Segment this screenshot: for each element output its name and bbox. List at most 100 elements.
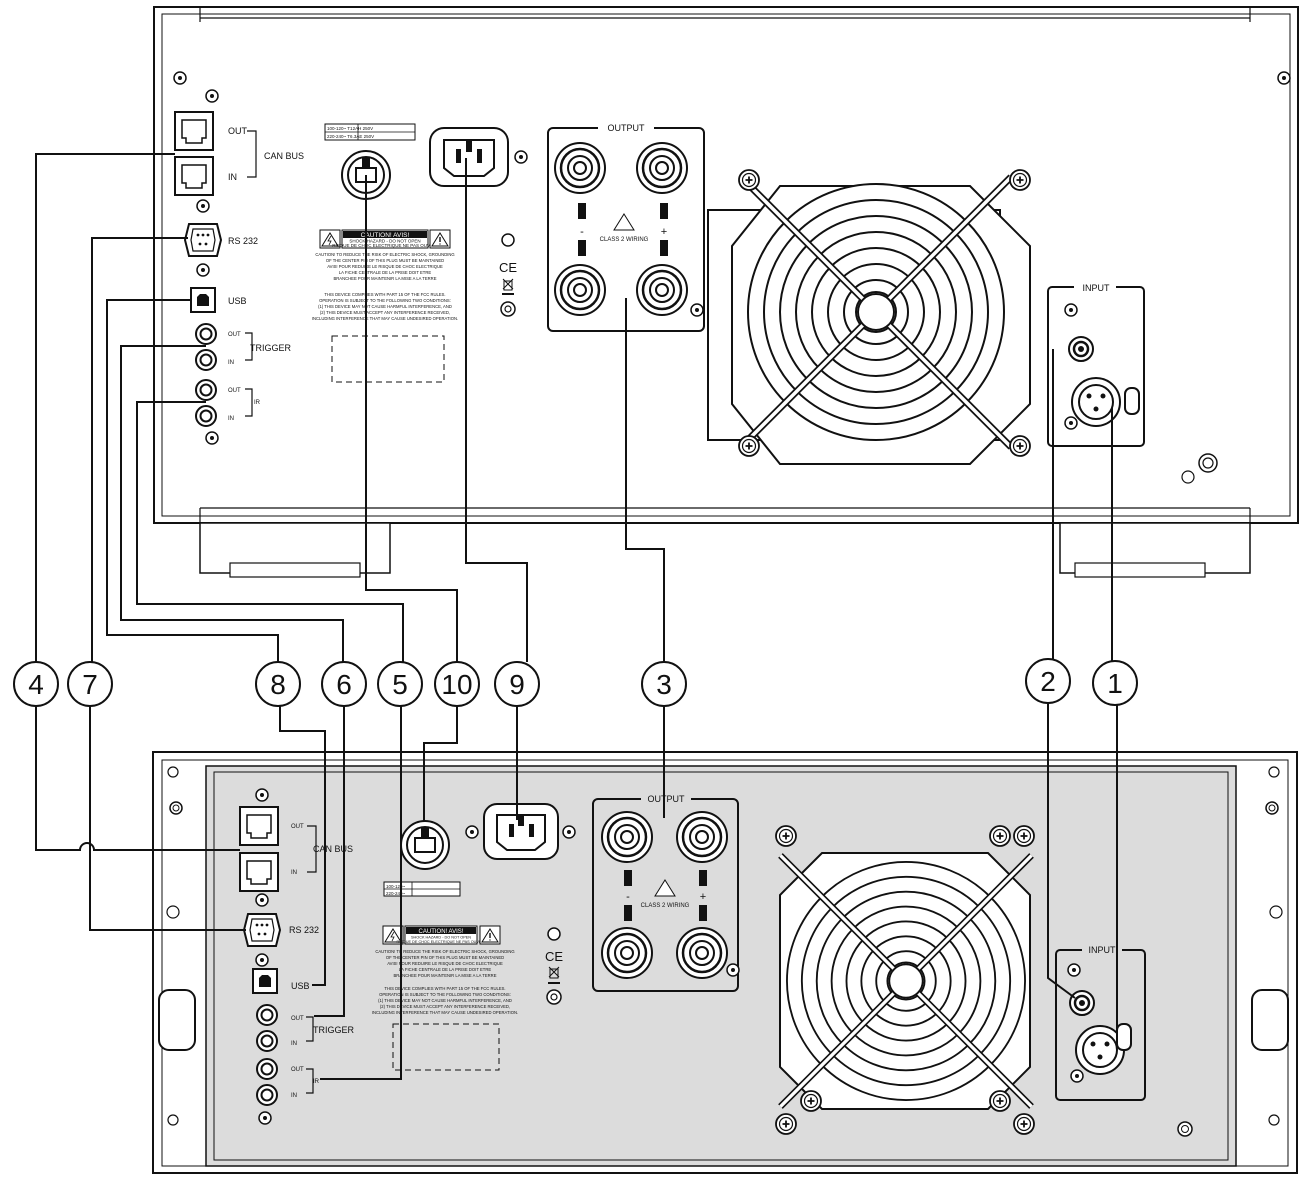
fan-screw-icon xyxy=(775,1113,797,1135)
fan-screw-icon xyxy=(1009,169,1031,191)
callout-label: 7 xyxy=(82,669,98,700)
screw-icon xyxy=(690,303,704,317)
lower-fcc-text-line: (1) THIS DEVICE MAY NOT CAUSE HARMFUL IN… xyxy=(378,998,512,1003)
callout-5: 5 xyxy=(377,661,423,707)
fan-screw-icon xyxy=(1013,1113,1035,1135)
lower-trigger-out-jack[interactable] xyxy=(256,1004,278,1026)
screw-icon xyxy=(1070,1069,1084,1083)
weee-bin-icon xyxy=(548,966,560,979)
upper-speakon-output-1[interactable] xyxy=(553,141,607,195)
screw-icon xyxy=(562,825,576,839)
lower-caution-text-line: CAUTION! TO REDUCE THE RISK OF ELECTRIC … xyxy=(375,949,514,954)
upper-can-bus-label: CAN BUS xyxy=(264,151,304,161)
upper-usb-port[interactable] xyxy=(190,287,216,313)
lower-ir-out-label: OUT xyxy=(291,1067,304,1073)
upper-ir-in-label: IN xyxy=(228,416,234,422)
screw-icon xyxy=(255,788,269,802)
lower-caution-text-line: LA FICHE CENTRALE DE LA PRISE DOIT ETRE xyxy=(399,967,492,972)
screw-icon xyxy=(726,963,740,977)
upper-rs232-label: RS 232 xyxy=(228,236,258,246)
fan-screw-icon xyxy=(800,1090,822,1112)
wire-5 xyxy=(136,401,404,1080)
callout-1: 1 xyxy=(1092,660,1138,706)
upper-caution-text-line: CAUTION! TO REDUCE THE RISK OF ELECTRIC … xyxy=(315,252,454,257)
upper-can-bus-out-port[interactable] xyxy=(174,111,214,151)
callouts: 4 7 8 6 5 10 9 3 xyxy=(13,658,1138,707)
upper-fuse-rating-1: 100-120~ T12AH 250V xyxy=(327,126,373,131)
lower-speakon-output-4[interactable] xyxy=(675,926,729,980)
lower-can-bus-out-port[interactable] xyxy=(239,806,279,846)
lightning-warning-icon xyxy=(613,213,635,231)
lower-can-out-label: OUT xyxy=(291,824,304,830)
fan-screw-icon xyxy=(989,825,1011,847)
lower-fuse-rating-1: 100-120~ xyxy=(386,884,406,889)
upper-caution-title: CAUTION! AVIS! xyxy=(361,232,410,239)
callout-label: 2 xyxy=(1040,666,1056,697)
lower-caution-sub-1: SHOCK HAZARD - DO NOT OPEN xyxy=(411,936,471,940)
lower-fan-icon xyxy=(780,855,1031,1106)
upper-rs232-port[interactable] xyxy=(184,223,222,257)
weee-bin-icon xyxy=(502,278,514,291)
upper-fan-icon xyxy=(741,177,1011,447)
rack-handle-slot xyxy=(1251,989,1289,1051)
upper-usb-label: USB xyxy=(228,296,247,306)
lower-trigger-in-jack[interactable] xyxy=(256,1030,278,1052)
lower-fuse-rating-2: 220-240~ xyxy=(386,891,406,896)
lower-rs232-label: RS 232 xyxy=(289,925,319,935)
ground-symbol-icon xyxy=(546,989,562,1005)
upper-ir-in-jack[interactable] xyxy=(195,405,217,427)
lower-speakon-output-2[interactable] xyxy=(675,810,729,864)
fan-screw-icon xyxy=(989,1090,1011,1112)
callout-8: 8 xyxy=(255,661,301,707)
lower-caution-sub-2: RISQUE DE CHOC ELECTRIQUE NE PAS OUVRIR xyxy=(397,940,486,944)
upper-speakon-output-3[interactable] xyxy=(553,263,607,317)
lower-speakon-output-3[interactable] xyxy=(600,926,654,980)
callout-label: 1 xyxy=(1107,668,1123,699)
lower-ir-out-jack[interactable] xyxy=(256,1058,278,1080)
lower-ir-in-jack[interactable] xyxy=(256,1084,278,1106)
upper-caution-text-line: LA FICHE CENTRALE DE LA PRISE DOIT ETRE xyxy=(339,270,432,275)
callout-7: 7 xyxy=(67,661,113,707)
upper-speakon-output-4[interactable] xyxy=(635,263,689,317)
upper-ir-out-jack[interactable] xyxy=(195,379,217,401)
screw-icon xyxy=(514,150,528,164)
lower-can-in-label: IN xyxy=(291,870,297,876)
upper-power-inlet[interactable] xyxy=(429,127,509,187)
lower-speakon-output-1[interactable] xyxy=(600,810,654,864)
lower-ce-mark: CE xyxy=(545,949,563,964)
screw-icon xyxy=(258,1111,272,1125)
callout-label: 5 xyxy=(392,669,408,700)
lower-fcc-text-line: THIS DEVICE COMPLIES WITH PART 15 OF THE… xyxy=(384,986,505,991)
upper-fcc-text-line: OPERATION IS SUBJECT TO THE FOLLOWING TW… xyxy=(319,298,451,303)
exclamation-icon xyxy=(479,925,501,945)
lower-usb-port[interactable] xyxy=(252,968,278,994)
wire-7 xyxy=(89,237,246,931)
rack-handle-slot xyxy=(158,989,196,1051)
upper-caution-text-line: OF THE CENTER PIN OF THIS PLUG MUST BE M… xyxy=(326,258,444,263)
csa-mark-icon xyxy=(547,927,561,941)
lower-can-bus-in-port[interactable] xyxy=(239,852,279,892)
ground-symbol-icon xyxy=(500,301,516,317)
upper-can-out-label: OUT xyxy=(228,126,248,136)
upper-speakon-output-2[interactable] xyxy=(635,141,689,195)
upper-trigger-in-jack[interactable] xyxy=(195,349,217,371)
lower-caution-text-line: BRANCHEE POUR MAINTENIR LA MISE A LA TER… xyxy=(393,973,496,978)
callout-label: 9 xyxy=(509,669,525,700)
upper-caution-sub-1: SHOCK HAZARD - DO NOT OPEN xyxy=(349,239,420,244)
upper-trigger-out-jack[interactable] xyxy=(195,323,217,345)
callout-2: 2 xyxy=(1025,658,1071,704)
lower-label-placeholder xyxy=(392,1023,500,1071)
callout-3: 3 xyxy=(641,661,687,707)
lower-fcc-text-line: OPERATION IS SUBJECT TO THE FOLLOWING TW… xyxy=(379,992,511,997)
lower-caution-text-line: OF THE CENTER PIN OF THIS PLUG MUST BE M… xyxy=(386,955,504,960)
connection-wires xyxy=(35,153,1118,1080)
upper-can-bus-in-port[interactable] xyxy=(174,156,214,196)
callout-10: 10 xyxy=(434,661,480,707)
screw-icon xyxy=(465,825,479,839)
lower-rs232-port[interactable] xyxy=(243,913,281,947)
screw-icon xyxy=(196,199,210,213)
wire-4 xyxy=(35,153,240,851)
lower-caution-title: CAUTION! AVIS! xyxy=(419,929,464,935)
lower-plus-sign: + xyxy=(700,891,706,903)
lightning-warning-icon xyxy=(654,879,676,897)
